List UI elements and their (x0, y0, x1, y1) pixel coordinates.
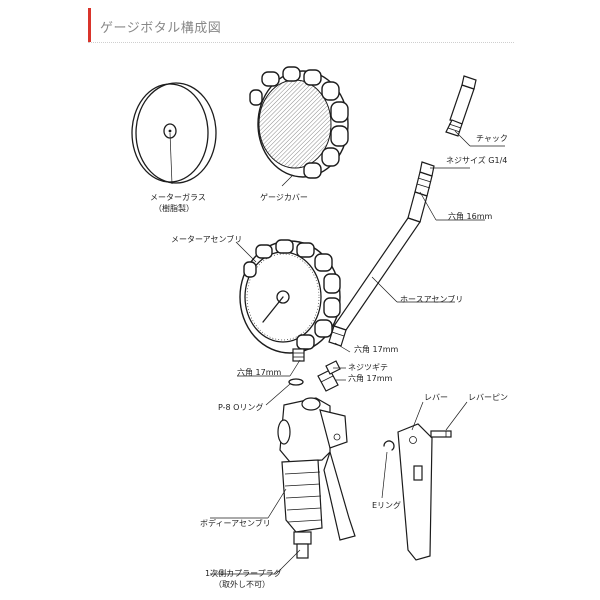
label-body-assembly: ボディーアセンブリ (200, 519, 271, 528)
label-hex-17-hose: 六角 17mm (354, 345, 399, 354)
gauge-cover-part (249, 66, 349, 179)
header-accent-bar (88, 8, 91, 42)
leader-lines (169, 130, 505, 575)
label-coupler-plug-note: （取外し不可） (214, 580, 270, 589)
label-meter-glass: メーターガラス (150, 193, 206, 202)
label-p8-oring: P-8 Oリング (218, 403, 264, 412)
meter-assembly-part (239, 239, 341, 362)
label-lever: レバー (424, 393, 448, 402)
label-hex-17-meter: 六角 17mm (237, 368, 282, 377)
page-title: ゲージボタル構成図 (100, 21, 222, 36)
label-gauge-cover: ゲージカバー (260, 193, 308, 202)
chuck-part (445, 75, 477, 137)
body-assembly-part (277, 397, 356, 559)
e-ring-part (383, 440, 395, 451)
label-coupler-plug: 1次側カプラープラグ (205, 569, 282, 578)
label-thread-size: ネジサイズ G1/4 (446, 156, 508, 165)
label-chuck: チャック (476, 134, 508, 143)
page-header: ゲージボタル構成図 (88, 8, 514, 42)
lever-part (397, 423, 433, 561)
hose-assembly-part (328, 161, 435, 347)
label-lever-pin: レバーピン (468, 393, 508, 402)
label-e-ring: Eリング (372, 501, 402, 510)
p8-oring-part (288, 378, 304, 386)
lever-pin-part (430, 430, 452, 438)
label-hex-16: 六角 16mm (448, 212, 493, 221)
label-hex-17-fitting: 六角 17mm (348, 374, 393, 383)
meter-glass-part (131, 82, 217, 184)
threaded-fitting-part (317, 360, 341, 392)
label-hose-assembly: ホースアセンブリ (400, 295, 464, 304)
label-meter-glass-note: （樹脂製） (154, 204, 194, 213)
label-threaded-fitting: ネジツギテ (348, 363, 388, 372)
label-meter-assembly: メーターアセンブリ (171, 235, 243, 244)
header-divider (88, 42, 514, 43)
